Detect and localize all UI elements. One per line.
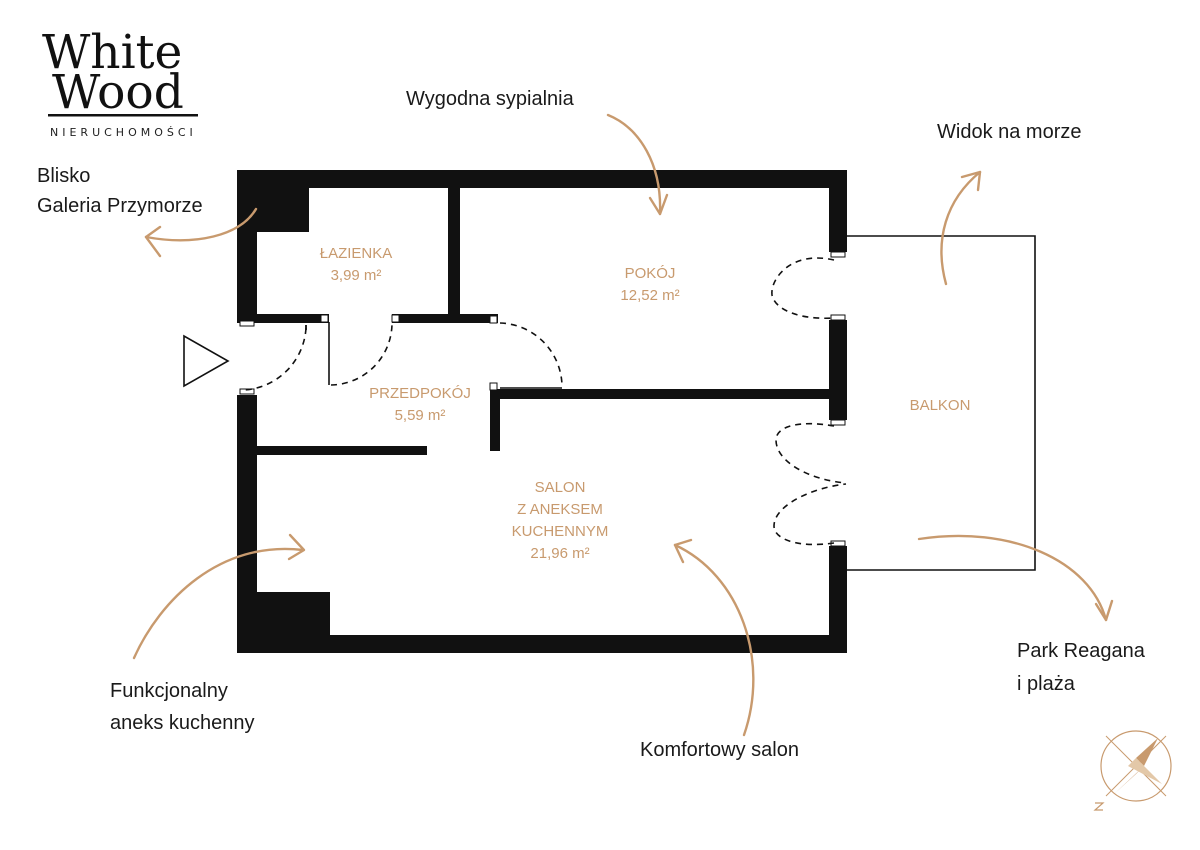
annot-park-line1: Park Reagana xyxy=(1017,640,1146,662)
room-salon-name-2: Z ANEKSEM xyxy=(517,501,603,518)
door-salon-balcony-2 xyxy=(773,483,847,546)
wall-right-1 xyxy=(829,170,847,252)
arrow-aneks xyxy=(132,533,306,660)
annot-aneks-line1: Funkcjonalny xyxy=(110,680,228,702)
wall-bottom xyxy=(237,635,847,653)
annot-park-line2: i plaża xyxy=(1017,673,1076,695)
room-labels: ŁAZIENKA 3,99 m² POKÓJ 12,52 m² PRZEDPOK… xyxy=(320,245,971,562)
balcony-outline xyxy=(846,235,1036,571)
arrow-salon xyxy=(673,538,755,737)
room-pokoj-area: 12,52 m² xyxy=(620,287,679,304)
annot-salon: Komfortowy salon xyxy=(640,739,799,761)
door-salon-balcony-1 xyxy=(775,422,847,484)
logo-underline xyxy=(48,114,198,117)
room-lazienka-area: 3,99 m² xyxy=(331,267,382,284)
room-salon-name-3: KUCHENNYM xyxy=(512,523,609,540)
annot-sypialnia: Wygodna sypialnia xyxy=(406,88,575,110)
annot-morze: Widok na morze xyxy=(937,121,1082,143)
arrow-galeria xyxy=(144,207,258,258)
wall-right-3 xyxy=(829,546,847,653)
shaft-kitchen xyxy=(237,592,330,653)
logo-line-wood: Wood xyxy=(52,65,184,120)
arrow-sypialnia xyxy=(606,113,669,216)
annotations: Blisko Galeria Przymorze Wygodna sypialn… xyxy=(37,88,1146,761)
wall-bath-bedroom xyxy=(448,170,460,322)
annot-aneks-line2: aneks kuchenny xyxy=(110,712,255,734)
room-salon-name-1: SALON xyxy=(535,479,586,496)
wall-bedroom-salon xyxy=(490,389,830,399)
walls xyxy=(237,170,847,653)
wall-right-2 xyxy=(829,320,847,420)
door-bedroom xyxy=(499,322,563,387)
room-salon-area: 21,96 m² xyxy=(530,545,589,562)
wall-bath-bottom-right xyxy=(392,314,498,323)
room-przedpokoj-name: PRZEDPOKÓJ xyxy=(369,385,471,402)
compass-rose-icon xyxy=(1093,730,1172,811)
wall-left-lower xyxy=(237,395,257,653)
room-lazienka-name: ŁAZIENKA xyxy=(320,245,393,262)
logo: White Wood NIERUCHOMOŚCI xyxy=(42,25,198,139)
wall-bath-bottom-left xyxy=(237,314,329,323)
shaft-bathroom xyxy=(237,170,309,232)
door-jambs xyxy=(239,251,846,547)
room-przedpokoj-area: 5,59 m² xyxy=(395,407,446,424)
wall-top xyxy=(237,170,847,188)
entrance-triangle-icon xyxy=(183,334,230,388)
arrow-morze xyxy=(940,170,982,286)
logo-line-white: White xyxy=(42,25,182,80)
annotation-arrows xyxy=(132,113,1114,737)
annot-galeria-line2: Galeria Przymorze xyxy=(37,195,203,217)
door-bathroom xyxy=(330,321,393,386)
wall-hall-kitchen xyxy=(257,446,427,455)
door-swings xyxy=(242,257,847,546)
room-balkon-name: BALKON xyxy=(910,397,971,414)
arrow-park xyxy=(917,534,1114,622)
annot-galeria-line1: Blisko xyxy=(37,165,90,187)
door-bedroom-balcony xyxy=(771,257,835,320)
wall-hall-stub xyxy=(490,389,500,451)
door-entrance xyxy=(242,327,307,391)
room-pokoj-name: POKÓJ xyxy=(625,265,676,282)
logo-subtitle: NIERUCHOMOŚCI xyxy=(50,126,197,139)
